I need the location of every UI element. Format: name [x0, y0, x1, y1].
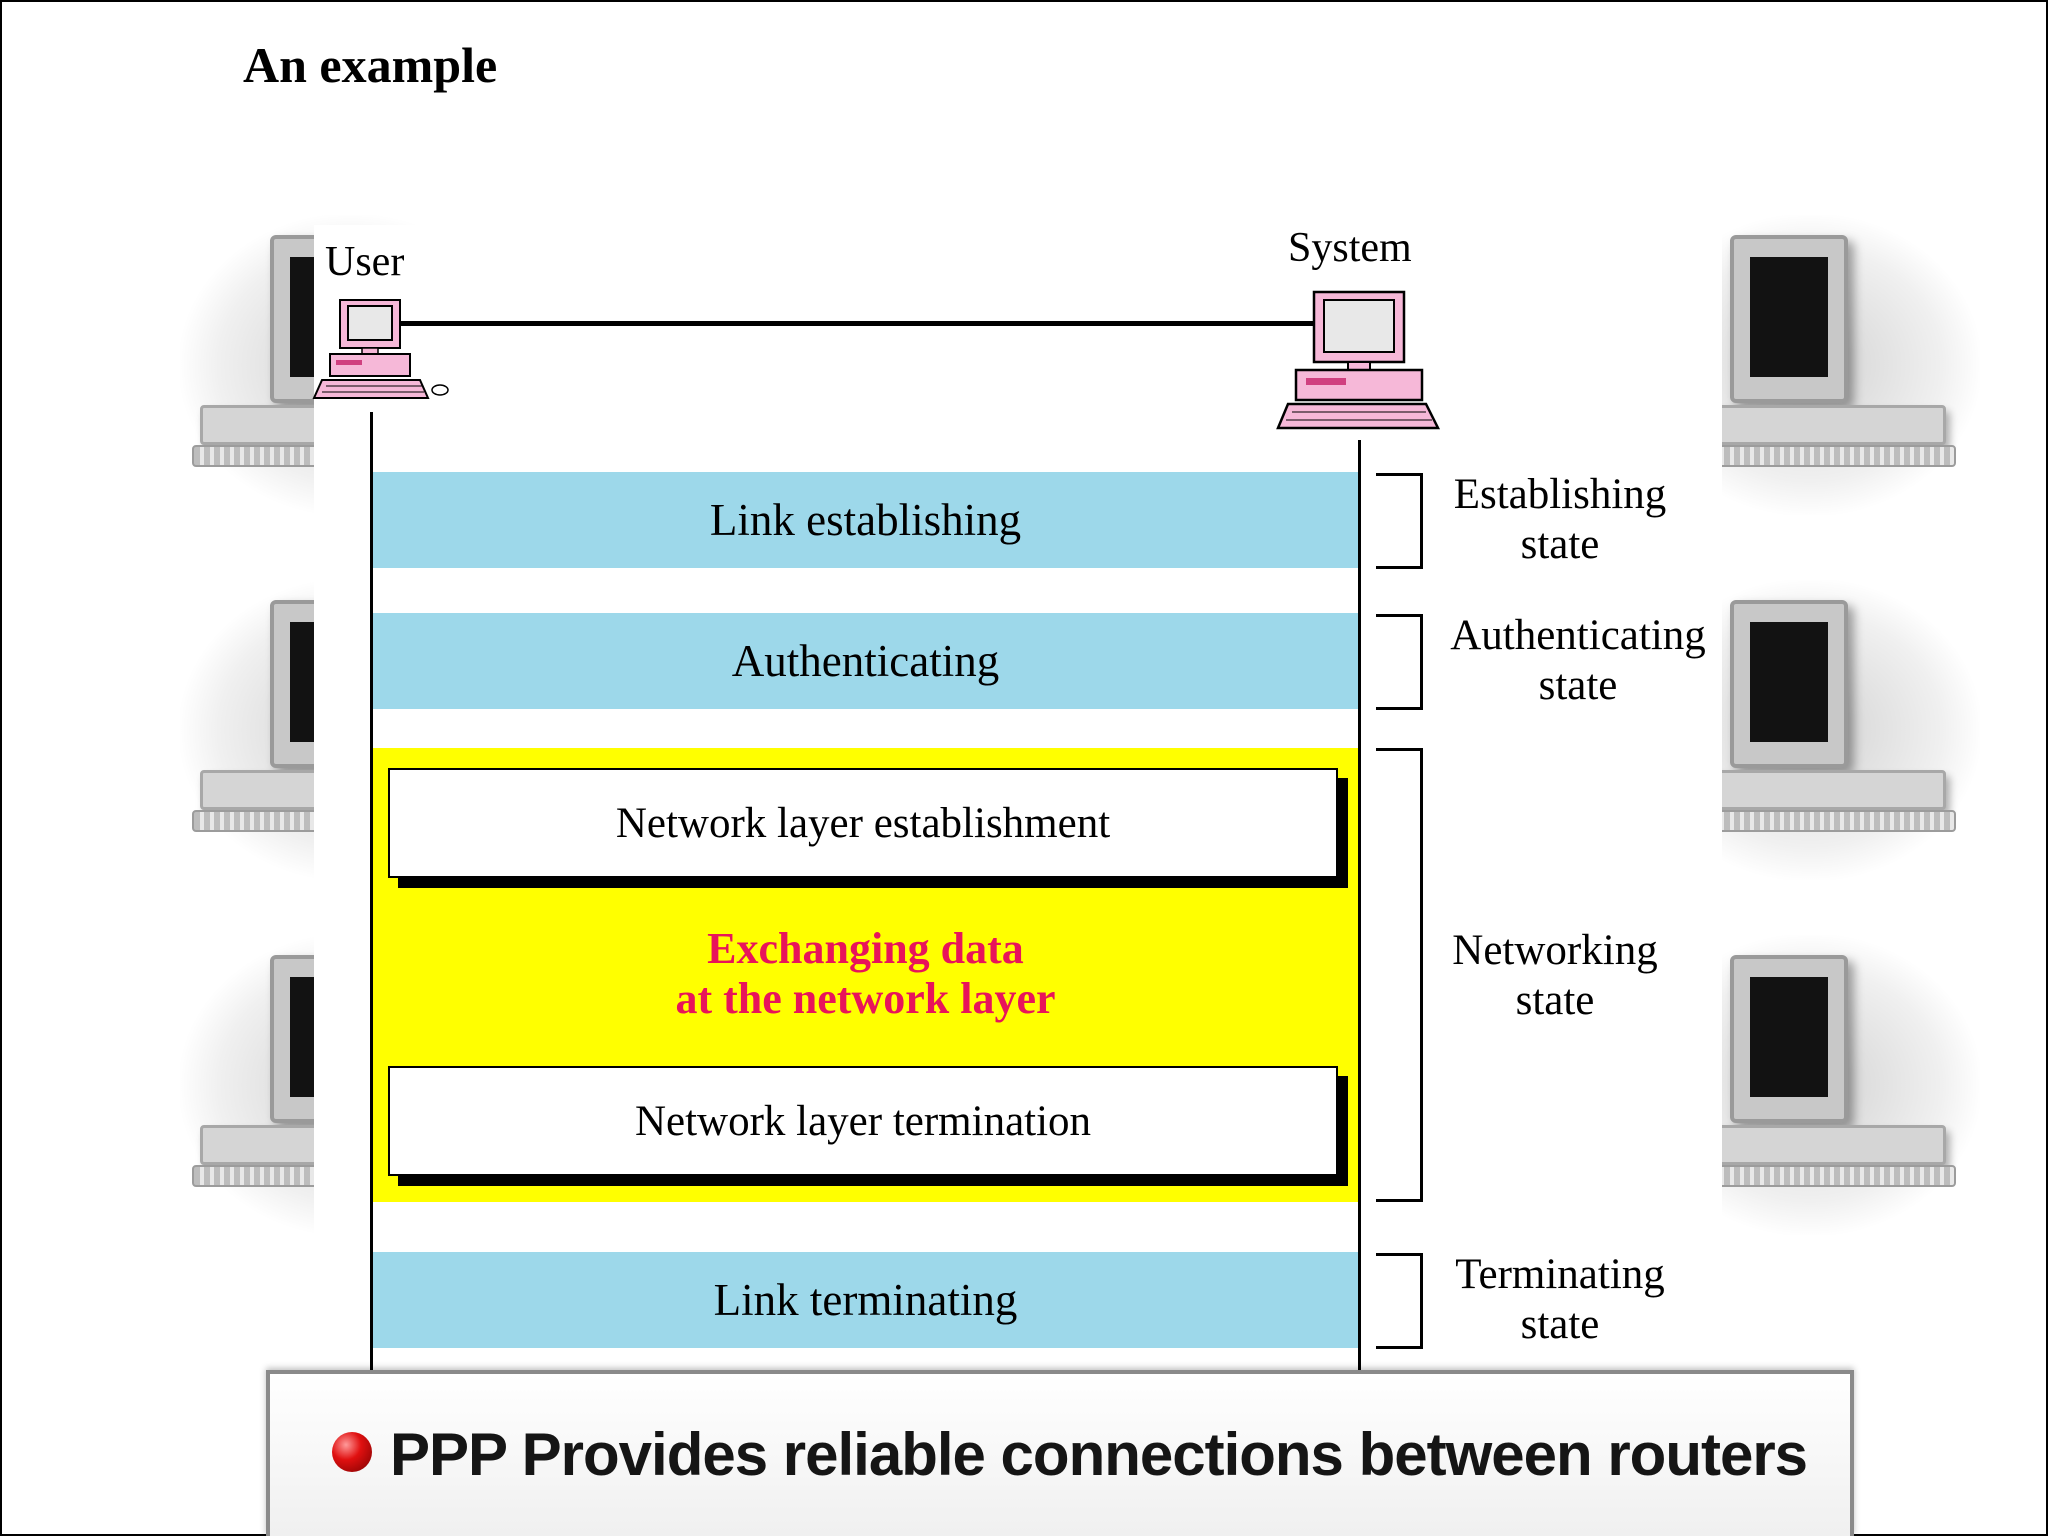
establishing-bracket [1376, 473, 1423, 569]
exchanging-data-line2: at the network layer [675, 974, 1056, 1023]
network-layer-establishment-label: Network layer establishment [615, 799, 1111, 847]
system-computer-icon [1276, 290, 1441, 430]
red-bullet-icon [332, 1432, 372, 1472]
connection-line [400, 321, 1322, 326]
network-layer-establishment-box: Network layer establishment [388, 768, 1338, 878]
terminating-state-line1: Terminating [1455, 1251, 1665, 1298]
system-label: System [1288, 225, 1412, 271]
establishing-state-label: Establishing state [1440, 470, 1680, 570]
user-lifeline [370, 412, 373, 1382]
link-establishing-band: Link establishing [373, 472, 1358, 568]
system-lifeline [1358, 440, 1361, 1382]
banner-text: PPP Provides reliable connections betwee… [390, 1421, 1808, 1488]
authenticating-state-line1: Authenticating [1450, 612, 1706, 659]
terminating-bracket [1376, 1253, 1423, 1349]
authenticating-label: Authenticating [731, 636, 1000, 686]
link-establishing-label: Link establishing [709, 495, 1022, 545]
establishing-state-line2: state [1520, 521, 1600, 568]
exchanging-data-line1: Exchanging data [707, 924, 1024, 973]
link-terminating-label: Link terminating [713, 1275, 1018, 1325]
link-terminating-band: Link terminating [373, 1252, 1358, 1348]
user-label: User [325, 239, 405, 285]
slide-title: An example [243, 37, 498, 93]
terminating-state-line2: state [1520, 1301, 1600, 1348]
bottom-banner [266, 1370, 1854, 1536]
authenticating-state-label: Authenticating state [1440, 611, 1716, 711]
networking-state-line1: Networking [1452, 927, 1658, 974]
exchanging-data-text: Exchanging data at the network layer [373, 924, 1358, 1024]
network-layer-termination-box: Network layer termination [388, 1066, 1338, 1176]
networking-bracket [1376, 748, 1423, 1202]
authenticating-band: Authenticating [373, 613, 1358, 709]
terminating-state-label: Terminating state [1440, 1250, 1680, 1350]
authenticating-state-line2: state [1538, 662, 1618, 709]
authenticating-bracket [1376, 614, 1423, 710]
networking-state-label: Networking state [1440, 926, 1670, 1026]
user-computer-icon [312, 299, 449, 399]
establishing-state-line1: Establishing [1453, 471, 1667, 518]
network-layer-termination-label: Network layer termination [634, 1097, 1092, 1145]
networking-state-line2: state [1515, 977, 1595, 1024]
